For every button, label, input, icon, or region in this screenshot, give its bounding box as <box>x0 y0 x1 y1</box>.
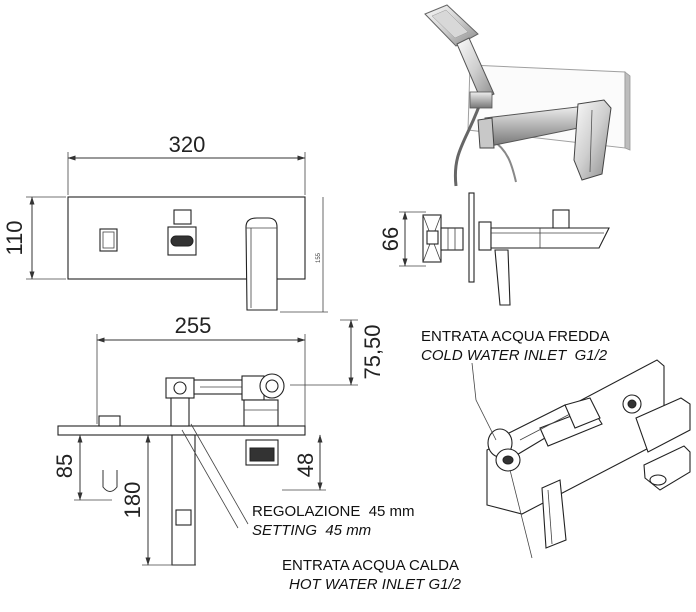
iso-spout-outlet <box>643 445 691 491</box>
iso-cartridge <box>564 397 601 429</box>
spout-stem-top <box>170 397 190 427</box>
cold-inlet-label-it: ENTRATA ACQUA FREDDA <box>421 328 610 345</box>
diverter-knob-top <box>173 381 187 395</box>
iso-lever <box>541 479 567 549</box>
product-render <box>424 4 631 187</box>
spout-top <box>171 434 196 566</box>
top-hook-label: 85 <box>52 454 77 478</box>
inlet-fitting-inner <box>265 379 279 393</box>
hook-top <box>102 470 118 492</box>
outlet-connector-front <box>170 235 194 247</box>
isometric-view <box>471 359 691 559</box>
hot-leader <box>509 469 533 559</box>
in-wall-body-core <box>426 230 439 245</box>
render-shower-face <box>431 9 469 39</box>
iso-spout-mouth <box>649 474 667 486</box>
spout-side <box>490 227 610 249</box>
cold-leader <box>471 362 497 441</box>
render-shower-holder <box>469 91 493 109</box>
top-width-label: 255 <box>175 313 212 338</box>
top-lever-label: 48 <box>293 453 318 477</box>
setting-leader-b <box>181 429 239 529</box>
callout-labels: ENTRATA ACQUA FREDDA COLD WATER INLET G1… <box>252 328 610 593</box>
shower-holder-front <box>173 209 192 225</box>
front-view: 320 110 155 <box>2 132 328 313</box>
iso-pipe-centerline <box>519 413 571 441</box>
render-spout-end <box>477 117 495 149</box>
top-spout-label: 180 <box>120 482 145 519</box>
front-height-label: 110 <box>2 220 27 255</box>
render-hose <box>453 97 484 187</box>
lever-front <box>245 217 278 311</box>
render-shower-handle <box>456 37 495 101</box>
render-hose-end <box>491 139 517 183</box>
render-lever-edge <box>589 109 593 173</box>
wall-plate-side <box>468 192 475 283</box>
hot-inlet-label-en: HOT WATER INLET G1/2 <box>289 576 462 593</box>
wall-plate-top <box>57 425 306 436</box>
diverter-front-inner <box>102 231 115 249</box>
shower-holder-side <box>552 209 570 229</box>
diverter-front <box>99 228 118 252</box>
cold-inlet-label-en: COLD WATER INLET G1/2 <box>421 347 608 364</box>
setting-leader-a <box>190 423 249 525</box>
top-offset-label: 75,50 <box>360 324 385 379</box>
render-lever <box>573 99 612 181</box>
side-view: 66 <box>378 192 610 306</box>
setting-label-it: REGOLAZIONE 45 mm <box>252 503 415 520</box>
iso-knob-center <box>627 399 637 409</box>
hot-inlet-label-it: ENTRATA ACQUA CALDA <box>282 557 459 574</box>
iso-spout <box>635 397 691 453</box>
spout-outlet-top <box>175 509 192 526</box>
setting-label-en: SETTING 45 mm <box>252 522 371 539</box>
iso-hot-inlet-bore <box>502 455 514 465</box>
lever-side <box>494 249 511 306</box>
iso-lever-edge <box>547 489 553 545</box>
cartridge-top <box>243 399 279 427</box>
side-height-label: 66 <box>378 227 403 251</box>
lever-top-grip <box>249 447 275 462</box>
front-small-label: 155 <box>316 252 322 263</box>
top-view: 255 75,50 85 180 <box>52 313 385 566</box>
spout-base-side <box>478 221 492 251</box>
hook-base-top <box>98 415 121 427</box>
connector-side <box>440 227 464 251</box>
front-width-label: 320 <box>169 132 206 157</box>
render-plate-edge <box>624 71 631 151</box>
